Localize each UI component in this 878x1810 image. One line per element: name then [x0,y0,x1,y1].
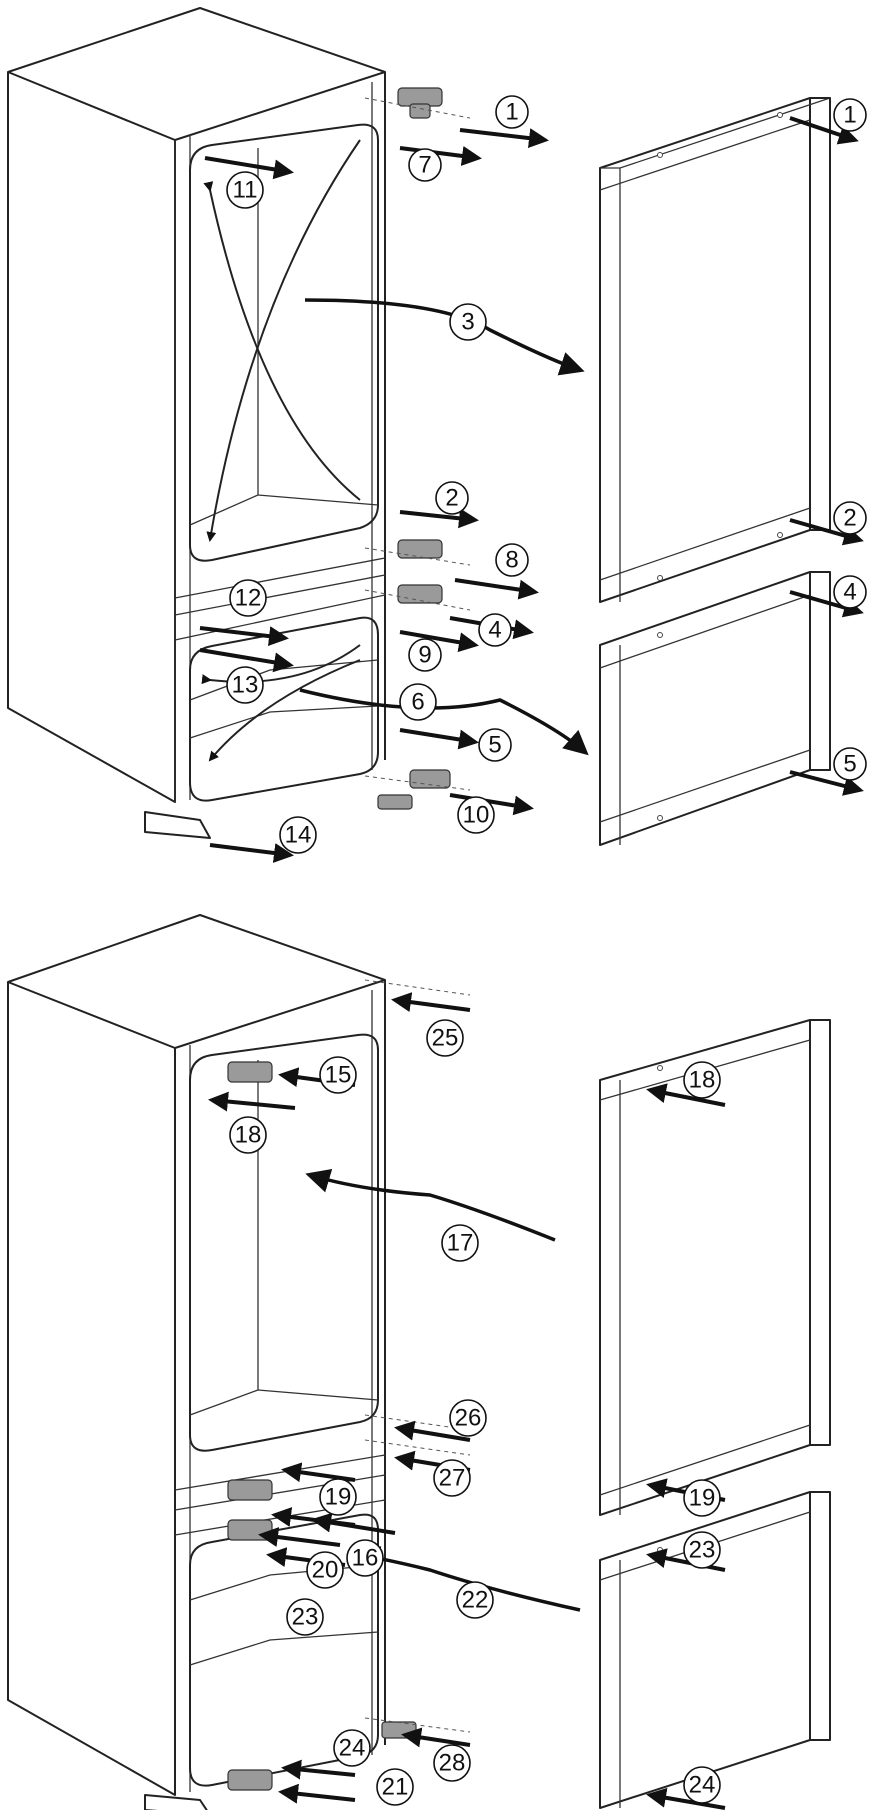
callout-18-door: 18 [683,1061,721,1099]
svg-text:10: 10 [463,802,490,829]
svg-text:26: 26 [455,1405,482,1432]
svg-text:24: 24 [339,1735,366,1762]
svg-text:11: 11 [233,177,258,204]
callout-15: 15 [319,1056,357,1094]
callout-4-cabinet: 4 [478,613,512,647]
callout-24-cabinet: 24 [333,1729,371,1767]
svg-text:19: 19 [325,1484,352,1511]
svg-text:7: 7 [418,152,431,179]
callout-5-door: 5 [833,747,867,781]
callout-6: 6 [399,683,437,721]
svg-text:3: 3 [461,309,474,336]
svg-text:23: 23 [292,1604,319,1631]
callout-7: 7 [408,148,442,182]
top-hinge-lower [364,769,471,810]
svg-text:17: 17 [447,1230,474,1257]
callout-8: 8 [495,543,529,577]
callout-25: 25 [426,1019,464,1057]
callout-22: 22 [456,1581,494,1619]
svg-text:9: 9 [418,642,431,669]
callout-9: 9 [408,638,442,672]
svg-text:18: 18 [235,1122,262,1149]
callout-16: 16 [346,1539,384,1577]
callout-1-door: 1 [833,98,867,132]
callout-19-cabinet: 19 [319,1478,357,1516]
svg-text:21: 21 [382,1774,409,1801]
callout-26: 26 [449,1399,487,1437]
svg-text:23: 23 [689,1537,716,1564]
callout-23-door: 23 [683,1531,721,1569]
callout-14: 14 [279,816,317,854]
callout-2-door: 2 [833,501,867,535]
svg-text:27: 27 [439,1465,466,1492]
top-hinge-middle [364,539,471,611]
svg-text:28: 28 [439,1750,466,1777]
bottom-cabinet [7,914,386,1810]
callout-20: 20 [306,1551,344,1589]
svg-text:5: 5 [843,751,856,778]
callout-12: 12 [229,579,267,617]
svg-text:15: 15 [325,1062,352,1089]
top-door-upper [599,97,864,603]
callout-23-cabinet: 23 [286,1598,324,1636]
callout-27: 27 [433,1459,471,1497]
svg-text:20: 20 [312,1557,339,1584]
callout-3: 3 [449,303,487,341]
callout-18-cabinet: 18 [229,1116,267,1154]
callout-28: 28 [433,1744,471,1782]
svg-text:24: 24 [689,1772,716,1799]
svg-text:4: 4 [843,579,856,606]
svg-text:18: 18 [689,1067,716,1094]
callout-4-door: 4 [833,575,867,609]
bottom-door-upper [599,1019,831,1516]
callout-5-cabinet: 5 [478,728,512,762]
top-hinge-upper [364,87,471,119]
callout-1-cabinet: 1 [495,95,529,129]
svg-text:4: 4 [488,617,501,644]
callout-10: 10 [457,796,495,834]
svg-text:16: 16 [352,1545,379,1572]
callout-21: 21 [376,1768,414,1806]
svg-text:1: 1 [505,99,518,126]
callout-24-door: 24 [683,1766,721,1804]
callout-17: 17 [441,1224,479,1262]
top-cabinet [7,7,386,839]
callout-11: 11 [226,171,264,209]
svg-text:13: 13 [232,672,259,699]
bottom-fixing-arrows [208,992,581,1804]
callout-19-door: 19 [683,1479,721,1517]
callout-13: 13 [226,666,264,704]
svg-text:2: 2 [445,485,458,512]
top-door-lower [599,571,864,846]
svg-text:1: 1 [843,102,856,129]
svg-text:6: 6 [411,689,424,716]
svg-text:8: 8 [505,547,518,574]
svg-text:22: 22 [462,1587,489,1614]
svg-text:19: 19 [689,1485,716,1512]
svg-text:5: 5 [488,732,501,759]
callout-2-cabinet: 2 [435,481,469,515]
svg-text:12: 12 [235,585,262,612]
bottom-hinges [227,979,471,1791]
svg-text:25: 25 [432,1025,459,1052]
svg-text:2: 2 [843,505,856,532]
svg-text:14: 14 [285,822,312,849]
